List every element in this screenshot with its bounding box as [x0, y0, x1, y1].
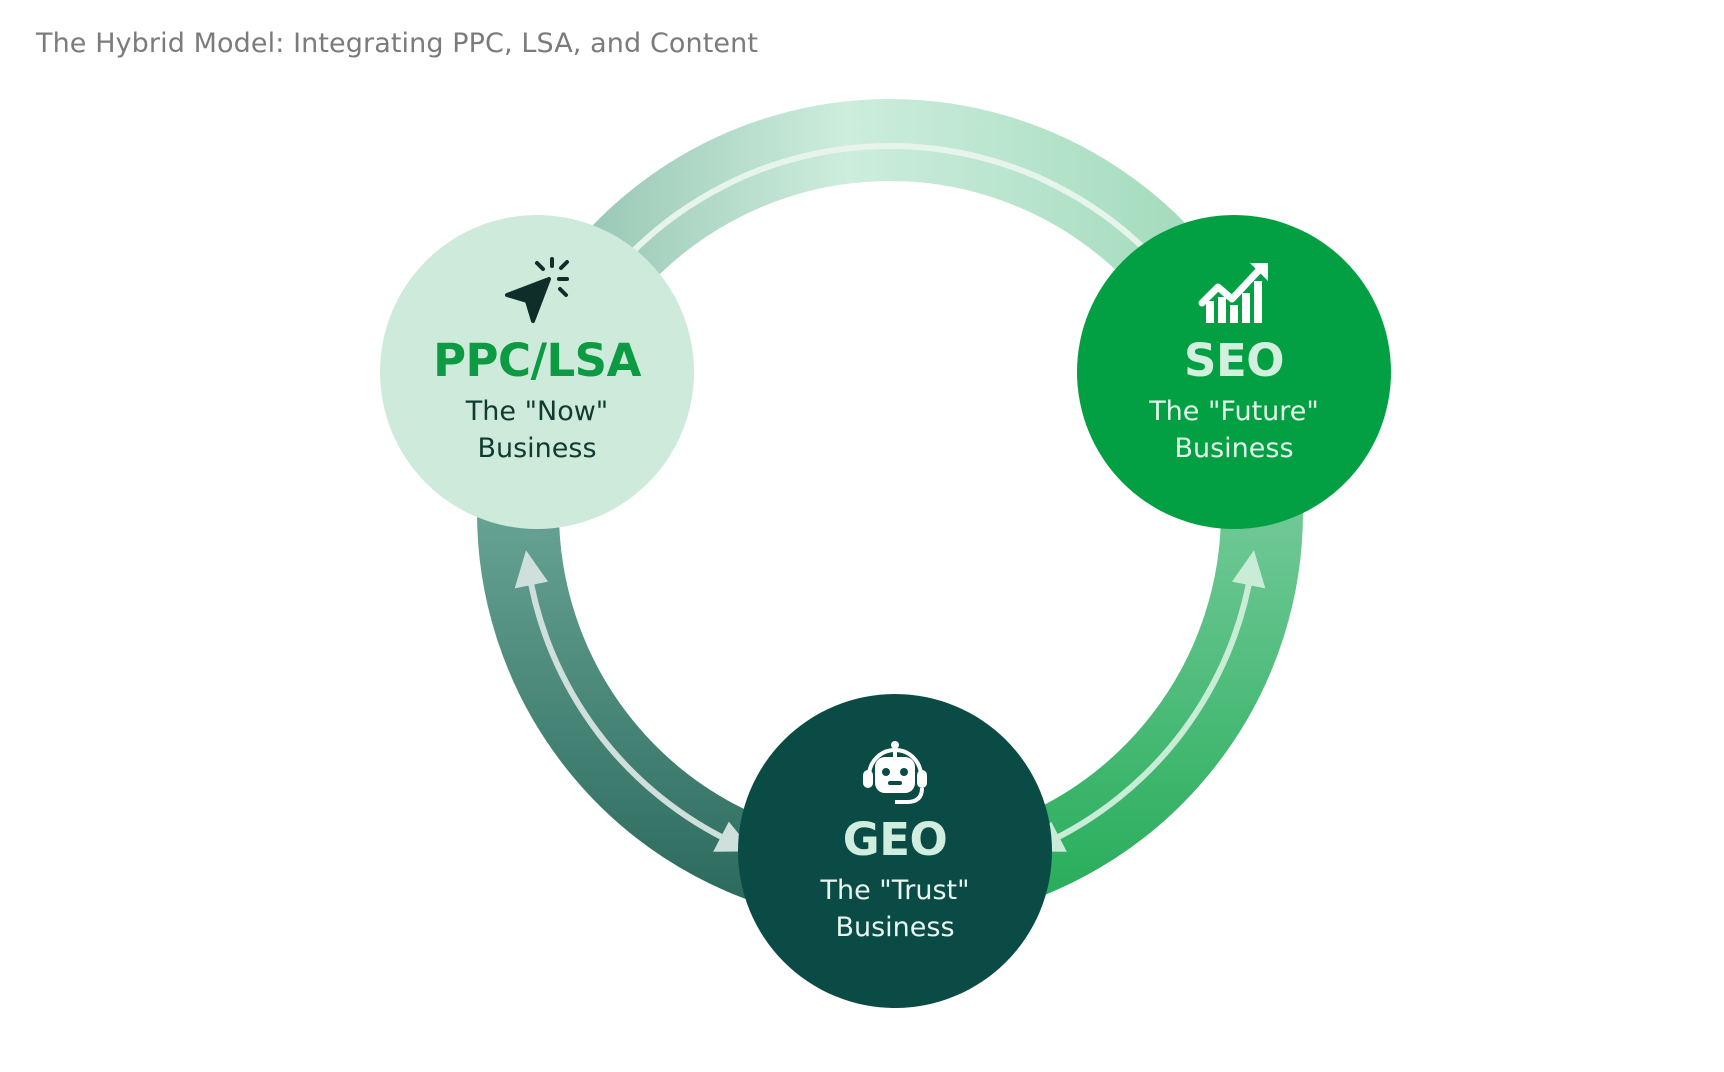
subtitle-line: The "Future" — [1149, 396, 1319, 427]
subtitle-line: Business — [835, 912, 955, 943]
subtitle-line: The "Now" — [465, 396, 609, 427]
node-subtitle: The "Future" Business — [1149, 393, 1319, 467]
node-label: PPC/LSA — [433, 334, 641, 387]
node-subtitle: The "Trust" Business — [820, 872, 969, 946]
robot-headset-icon — [863, 741, 927, 804]
node-label: GEO — [842, 813, 948, 866]
subtitle-line: Business — [1174, 433, 1294, 464]
node-label: SEO — [1184, 334, 1284, 387]
diagram-title: The Hybrid Model: Integrating PPC, LSA, … — [36, 28, 759, 59]
node-geo: GEO The "Trust" Business — [738, 694, 1052, 1008]
node-ppc-lsa: PPC/LSA The "Now" Business — [380, 215, 694, 529]
subtitle-line: The "Trust" — [820, 875, 970, 906]
bidirectional-arrow-line — [525, 568, 737, 847]
bidirectional-arrow-line — [1043, 568, 1255, 847]
subtitle-line: Business — [477, 433, 597, 464]
bidirectional-arrow-line — [603, 143, 1177, 284]
growth-chart-icon — [1198, 263, 1268, 323]
arrowhead-icon — [1231, 550, 1266, 589]
arrowhead-icon — [514, 550, 549, 589]
cursor-click-icon — [505, 257, 569, 323]
node-subtitle: The "Now" Business — [466, 393, 608, 467]
node-seo: SEO The "Future" Business — [1077, 215, 1391, 529]
